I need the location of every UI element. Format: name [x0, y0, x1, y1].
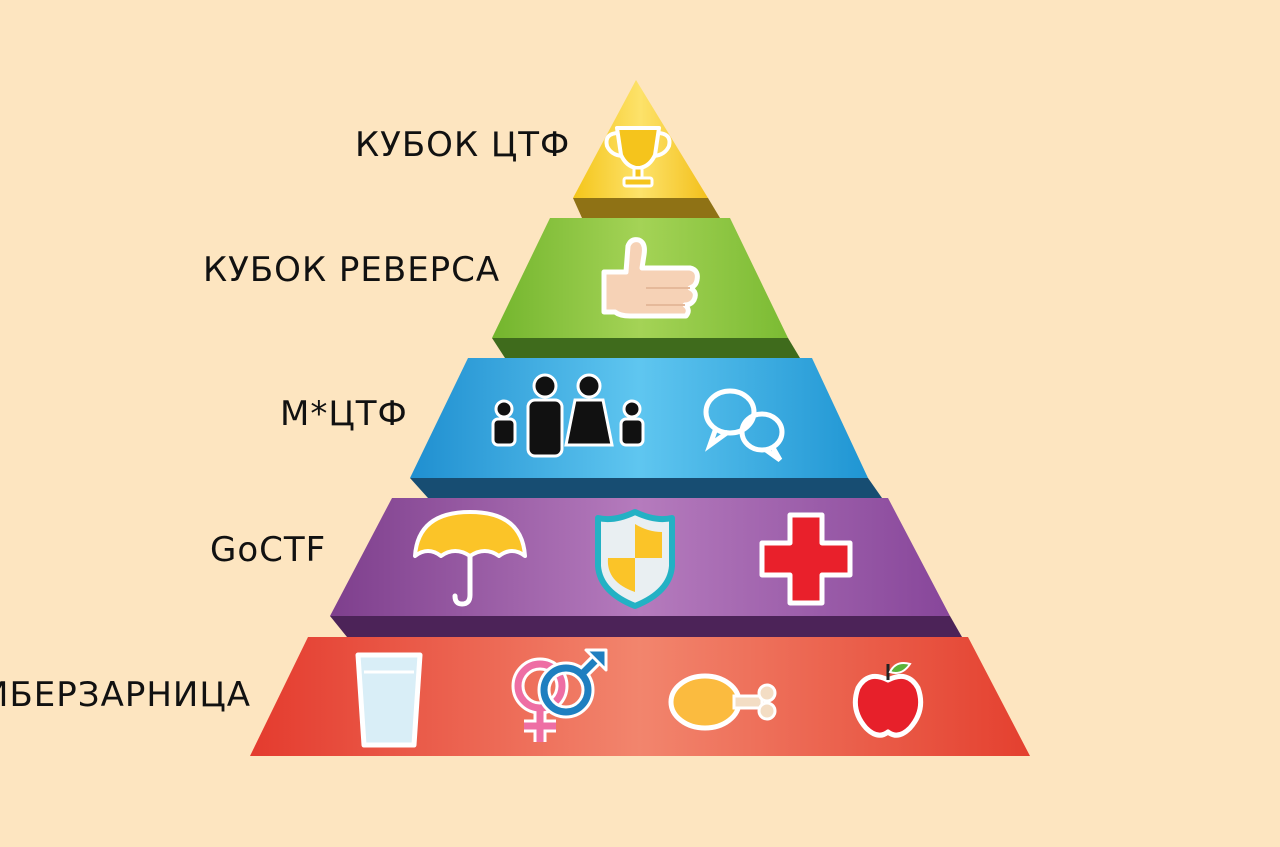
- red-cross-icon: [759, 512, 853, 606]
- level-label-cup-ctf: КУБОК ЦТФ: [355, 125, 571, 165]
- level-label-m-ctf: М*ЦТФ: [280, 394, 408, 434]
- pyramid-level-base: [250, 637, 1030, 756]
- level-4-face: [250, 637, 1030, 756]
- pyramid-level-m-ctf: [410, 358, 882, 498]
- chat-bubbles-icon: [703, 388, 785, 463]
- trophy-icon: [604, 126, 672, 188]
- level-label-base: ПИБЕРЗАРНИЦА: [0, 675, 251, 715]
- gender-symbols-icon: [511, 648, 608, 742]
- family-icon: [491, 373, 645, 458]
- pyramid-level-cup-reverse: [492, 218, 800, 358]
- level-label-cup-reverse: КУБОК РЕВЕРСА: [203, 250, 501, 290]
- pyramid-level-goctf: [330, 498, 962, 637]
- water-glass-icon: [355, 652, 423, 748]
- level-label-goctf: GoCTF: [210, 530, 327, 570]
- level-2-underside: [410, 478, 882, 498]
- level-1-underside: [492, 338, 800, 358]
- shield-icon: [595, 509, 675, 609]
- apple-icon: [852, 662, 924, 738]
- level-3-underside: [330, 616, 962, 637]
- umbrella-icon: [413, 510, 527, 607]
- level-0-underside: [573, 198, 720, 218]
- chicken-leg-icon: [668, 673, 777, 731]
- thumbs-up-icon: [601, 237, 700, 319]
- pyramid-level-cup-ctf: [573, 80, 720, 218]
